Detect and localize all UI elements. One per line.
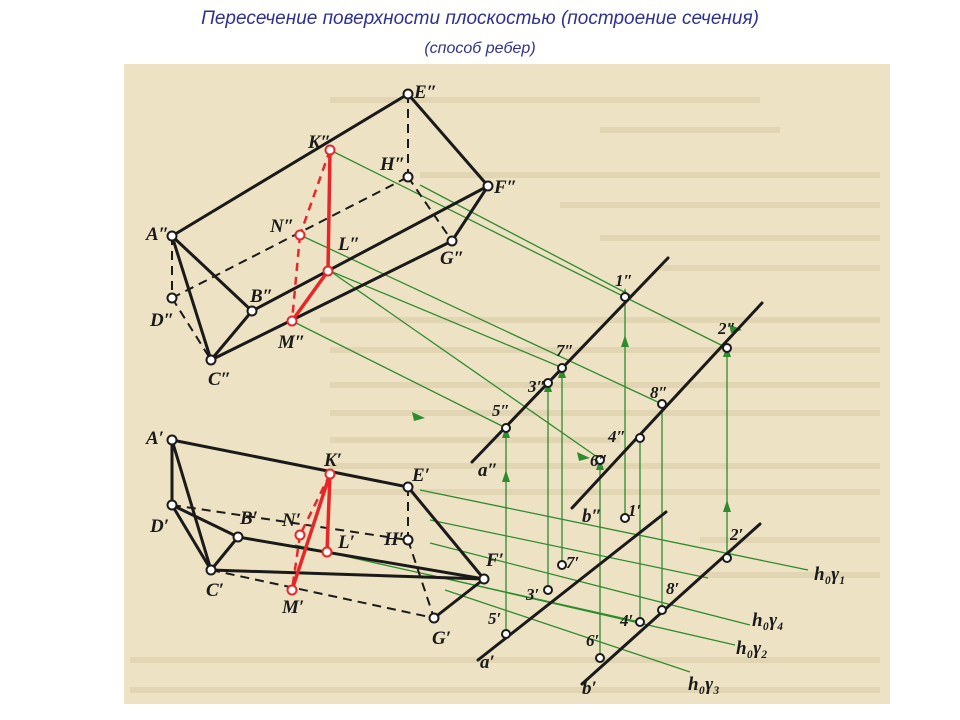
construction-lines (291, 149, 809, 673)
trace-h3 (444, 589, 691, 673)
top-view-prism (170, 438, 486, 620)
label-3-1: 3′ (525, 585, 539, 604)
label-L1: L′ (337, 532, 355, 553)
top-section (290, 472, 332, 592)
trace-h4 (429, 542, 751, 626)
ray-k2 (329, 149, 728, 349)
ray-l2b (329, 270, 601, 460)
label-7-1: 7′ (566, 553, 579, 572)
label-F2: F″ (493, 177, 517, 198)
label-6-1: 6′ (586, 631, 599, 650)
slide-title: Пересечение поверхности плоскостью (пост… (201, 8, 759, 29)
ray-m2 (291, 320, 507, 429)
label-K1: K′ (323, 450, 342, 471)
front-view-labels: E″ K″ H″ F″ A″ N″ L″ G″ B″ D″ M″ C″ (145, 82, 517, 390)
label-L2: L″ (337, 234, 360, 255)
label-6-2: 6″ (590, 451, 608, 470)
label-B1: B′ (239, 508, 258, 529)
ray-n2 (299, 234, 663, 405)
label-h1: h₀γ₁ (814, 564, 846, 585)
label-N2: N″ (269, 216, 294, 237)
front-section (290, 148, 332, 323)
top-section-hidden (290, 473, 332, 591)
front-view-prism (170, 92, 490, 362)
front-section-hidden (290, 149, 332, 322)
label-F1: F′ (485, 550, 504, 571)
line-b1 (580, 522, 762, 686)
label-3-2: 3″ (527, 377, 546, 396)
construction-labels: 1″ 2″ 7″ 3″ 8″ 5″ 4″ 6″ a″ b″ 1′ 2′ 7′ 3… (478, 271, 846, 699)
label-H1: H′ (383, 529, 404, 550)
line-b2 (570, 301, 764, 510)
label-a2: a″ (478, 460, 498, 481)
label-H2: H″ (379, 154, 405, 175)
label-1-2: 1″ (615, 271, 633, 290)
label-8-1: 8′ (666, 579, 679, 598)
label-8-2: 8″ (650, 383, 668, 402)
label-M2: M″ (277, 332, 305, 353)
label-1-1: 1′ (628, 501, 641, 520)
auxiliary-plane-traces (470, 256, 764, 686)
front-view-hidden (171, 94, 453, 361)
label-2-1: 2′ (729, 525, 743, 544)
textbook-figure: E″ K″ H″ F″ A″ N″ L″ G″ B″ D″ M″ C″ A′ K… (124, 64, 890, 704)
label-b1: b′ (582, 678, 597, 699)
label-5-1: 5′ (488, 609, 501, 628)
label-K2: K″ (307, 132, 331, 153)
label-4-2: 4″ (607, 427, 626, 446)
label-M1: M′ (281, 597, 304, 618)
label-A1: A′ (145, 428, 164, 449)
label-D2: D″ (149, 310, 174, 331)
ray-l2 (329, 270, 564, 369)
label-D1: D′ (149, 516, 169, 537)
label-E1: E′ (411, 465, 430, 486)
vertex-points (166, 88, 732, 663)
label-5-2: 5″ (492, 401, 510, 420)
label-b2: b″ (582, 506, 602, 527)
label-a1: a′ (480, 652, 495, 673)
label-A2: A″ (145, 224, 169, 245)
top-view-hidden (171, 487, 435, 619)
label-h4: h₀γ₄ (752, 610, 784, 631)
label-N1: N′ (281, 510, 301, 531)
label-h2: h₀γ₂ (736, 638, 768, 659)
slide-subtitle: (способ ребер) (424, 40, 536, 57)
label-G1: G′ (432, 628, 451, 649)
label-C2: C″ (208, 369, 231, 390)
label-G2: G″ (440, 248, 464, 269)
label-2-2: 2″ (717, 319, 736, 338)
label-E2: E″ (413, 82, 437, 103)
label-C1: C′ (206, 580, 224, 601)
section-points (286, 144, 336, 596)
label-7-2: 7″ (556, 341, 574, 360)
top-view-labels: A′ K′ E′ D′ B′ N′ L′ H′ F′ C′ M′ G′ (145, 428, 504, 649)
trace-h1 (419, 489, 809, 571)
label-4-1: 4′ (619, 611, 633, 630)
label-h3: h₀γ₃ (688, 674, 720, 695)
label-B2: B″ (249, 286, 273, 307)
